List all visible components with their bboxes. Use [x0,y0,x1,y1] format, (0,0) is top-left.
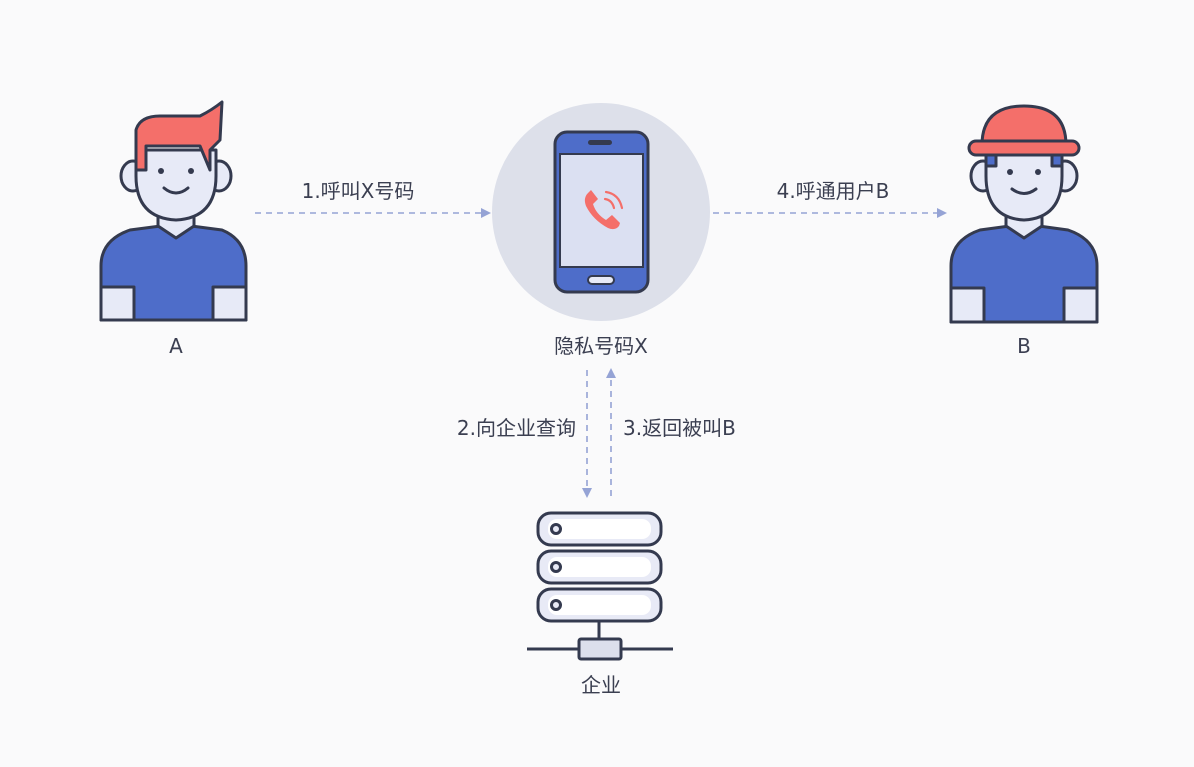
user-b-icon [949,104,1099,324]
node-label-b: B [1017,334,1031,358]
node-label-privacy-number: 隐私号码X [554,334,648,358]
edge-label-return-b: 3.返回被叫B [623,416,736,440]
server-icon [527,511,673,661]
phone-icon [492,103,710,321]
node-label-enterprise: 企业 [581,673,621,697]
edge-label-connect-b: 4.呼通用户B [776,179,890,203]
user-a-icon [99,100,248,322]
node-label-a: A [169,334,183,358]
edge-label-query-enterprise: 2.向企业查询 [456,416,576,440]
edge-label-call-x: 1.呼叫X号码 [301,179,415,203]
